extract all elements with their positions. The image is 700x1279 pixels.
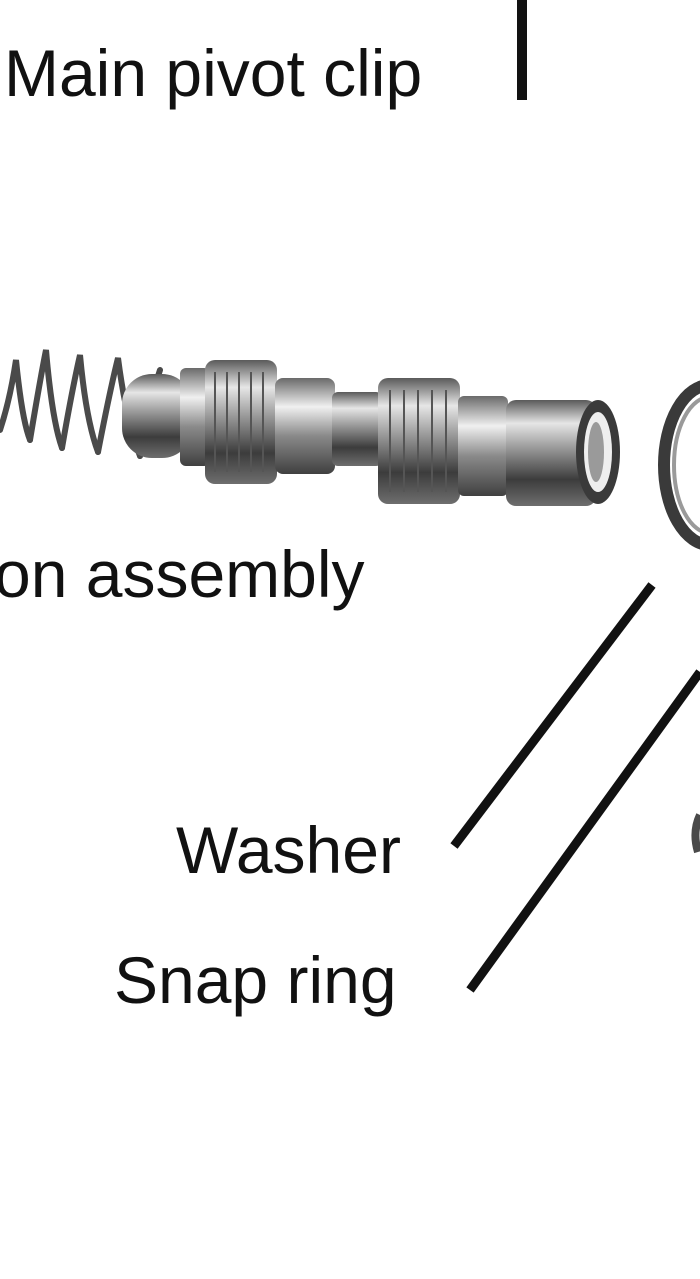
washer-leader — [454, 585, 652, 846]
label-main-pivot-clip: Main pivot clip — [4, 36, 422, 110]
piston-assembly — [122, 360, 620, 506]
label-washer: Washer — [176, 813, 401, 887]
snap-ring-leader — [470, 672, 700, 990]
label-piston-assembly: on assembly — [0, 537, 365, 611]
main-pivot-clip-leader — [517, 0, 527, 100]
label-snap-ring: Snap ring — [114, 943, 397, 1017]
snap-ring-fragment — [695, 815, 700, 852]
washer-ring — [664, 385, 700, 545]
